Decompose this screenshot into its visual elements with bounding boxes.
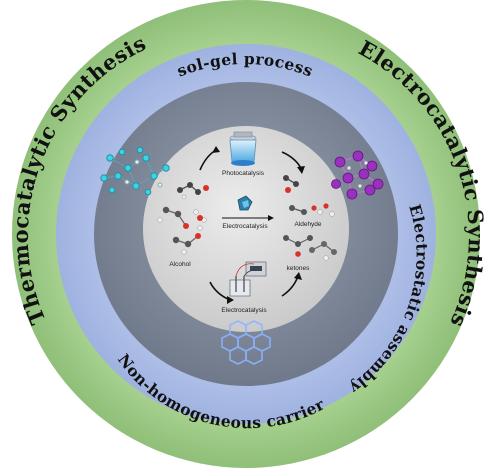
electrochemical-cell-icon — [229, 261, 267, 297]
catalyst-crystal-icon — [237, 195, 253, 211]
molecule-icon — [177, 182, 209, 200]
arrow-heads — [212, 146, 305, 304]
alcohol-label: Alcohol — [169, 261, 191, 268]
blue-hexagon-network-icon — [221, 320, 271, 365]
ketones-label: ketones — [287, 265, 311, 272]
aldehyde-molecule-icon — [283, 175, 335, 217]
center-reaction-arrowhead — [268, 215, 274, 221]
ketones-molecule-icon — [283, 235, 337, 261]
purple-lattice-cluster-icon — [331, 150, 384, 200]
photocatalysis-label: Photocatalysis — [222, 170, 265, 177]
center-electrocatalysis-label: Electrocatalysis — [222, 223, 268, 230]
center-disc — [143, 126, 349, 332]
aldehyde-label: Aldehyde — [294, 221, 321, 228]
electrocatalysis-label: Electrocatalysis — [221, 307, 267, 314]
cyan-lattice-cluster-icon — [100, 146, 170, 196]
alcohol-molecule-icon — [157, 206, 207, 255]
photoreactor-icon — [229, 131, 257, 166]
